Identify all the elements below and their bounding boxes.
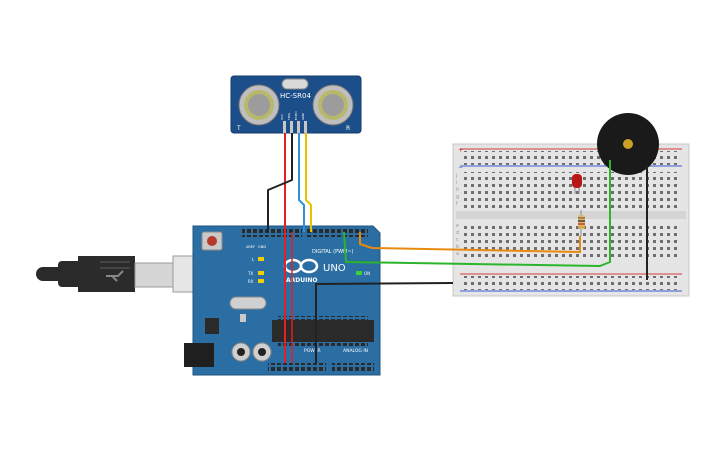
analog-header xyxy=(332,363,374,371)
row-label-b: b xyxy=(456,244,459,250)
red-led xyxy=(572,174,582,194)
uno-label: UNO xyxy=(323,263,346,274)
row-label-f: f xyxy=(456,201,458,207)
digital-label: DIGITAL (PWM~) xyxy=(312,249,354,255)
row-label-j: j xyxy=(455,173,457,179)
sensor-pin-echo-label: ECHO xyxy=(294,111,298,120)
wire-sensor-gnd-black xyxy=(267,133,293,232)
wire-echo-blue xyxy=(298,133,305,232)
usb-symbol-icon xyxy=(106,270,124,282)
digital-header-low xyxy=(306,229,368,237)
analog-in-label: ANALOG IN xyxy=(343,348,368,354)
aref-label: AREF xyxy=(246,245,255,249)
digital-header-high xyxy=(242,229,302,237)
breadboard: j i h g f e d c b a + − xyxy=(452,143,690,297)
power-header xyxy=(268,363,326,371)
piezo-buzzer xyxy=(597,113,659,175)
row-label-c: c xyxy=(456,237,459,243)
wires xyxy=(267,133,648,363)
row-label-i: i xyxy=(456,180,457,186)
row-label-g: g xyxy=(456,194,459,200)
led-tx-label: TX xyxy=(247,271,253,276)
usb-cable xyxy=(36,255,220,293)
sensor-corner-t: T xyxy=(236,125,241,132)
rail-plus-icon: + xyxy=(458,147,463,154)
wire-green xyxy=(343,160,611,267)
row-label-h: h xyxy=(456,187,459,193)
sensor-pin-trig-label: TRIG xyxy=(287,112,291,121)
resistor xyxy=(578,210,585,236)
wire-trig-yellow xyxy=(305,133,312,232)
arduino-uno-board: L TX RX ON AREF GND ARDUINO UNO DIGITAL … xyxy=(184,225,381,376)
sensor-pin-gnd-label: GND xyxy=(301,112,305,120)
power-label: POWER xyxy=(304,348,321,354)
wire-orange xyxy=(359,232,581,253)
sensor-model-label: HC-SR04 xyxy=(280,92,311,100)
row-label-d: d xyxy=(456,230,459,236)
row-label-e: e xyxy=(456,223,459,229)
row-label-a: a xyxy=(456,251,459,257)
led-rx-label: RX xyxy=(248,279,254,284)
sensor-corner-r: R xyxy=(346,125,350,132)
gnd-label: GND xyxy=(258,245,266,249)
power-jack xyxy=(184,343,214,367)
wire-ground-black xyxy=(315,282,454,363)
arduino-logo-text: ARDUINO xyxy=(286,277,317,284)
atmega-chip xyxy=(272,320,374,342)
led-l-label: L xyxy=(252,257,255,262)
crystal-oscillator xyxy=(229,296,267,310)
hc-sr04-sensor: HC-SR04 T R VCC TRIG ECHO GND xyxy=(230,75,362,134)
on-label: ON xyxy=(364,271,370,276)
sensor-pin-vcc-label: VCC xyxy=(280,114,284,120)
rail-minus-icon: − xyxy=(458,164,463,171)
